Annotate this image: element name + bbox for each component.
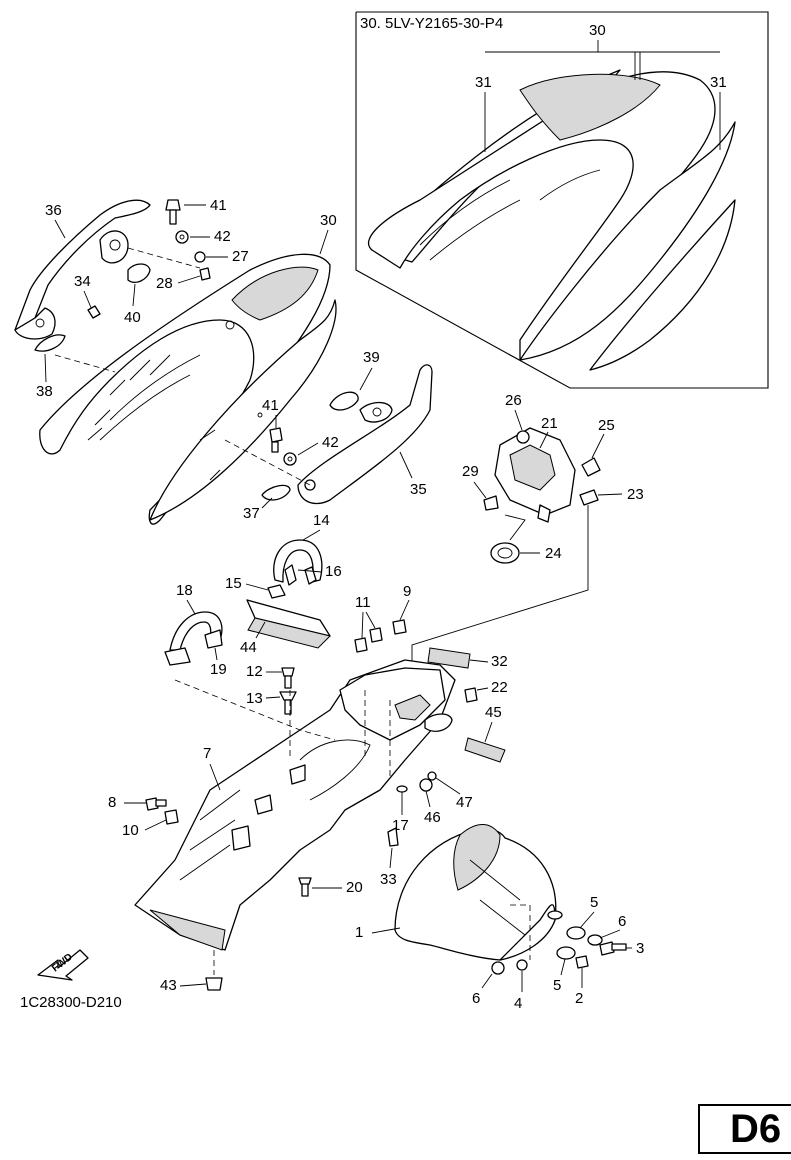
callout-38: 38 xyxy=(36,383,53,400)
callout-19: 19 xyxy=(210,661,227,678)
callout-8: 8 xyxy=(108,794,116,811)
callout-46: 46 xyxy=(424,809,441,826)
callout-2: 2 xyxy=(575,990,583,1007)
callout-21: 21 xyxy=(541,415,558,432)
callout-10: 10 xyxy=(122,822,139,839)
callout-31-left: 31 xyxy=(475,74,492,91)
callout-36: 36 xyxy=(45,202,62,219)
callout-6-right: 6 xyxy=(618,913,626,930)
drawing-code: 1C28300-D210 xyxy=(20,994,122,1011)
callout-40: 40 xyxy=(124,309,141,326)
callout-5-lower: 5 xyxy=(553,977,561,994)
callout-22: 22 xyxy=(491,679,508,696)
callout-18: 18 xyxy=(176,582,193,599)
callout-26: 26 xyxy=(505,392,522,409)
callout-5-upper: 5 xyxy=(590,894,598,911)
left-grab-bar: 36 34 40 38 xyxy=(14,199,201,400)
upper-fasteners: 41 42 27 28 xyxy=(156,197,249,292)
part-18-19: 18 19 xyxy=(164,582,227,678)
upper-bracket: 14 16 15 44 xyxy=(225,512,342,656)
callout-16: 16 xyxy=(325,563,342,580)
callout-29: 29 xyxy=(462,463,479,480)
inset-title: 30. 5LV-Y2165-30-P4 xyxy=(360,15,503,32)
seat-lock-assembly: 26 21 25 23 29 24 xyxy=(411,392,644,700)
callout-14: 14 xyxy=(313,512,330,529)
callout-47: 47 xyxy=(456,794,473,811)
callout-6-left: 6 xyxy=(472,990,480,1007)
callout-20: 20 xyxy=(346,879,363,896)
callout-39: 39 xyxy=(363,349,380,366)
callout-41-lower: 41 xyxy=(262,397,279,414)
right-grab-bar: 39 35 37 41 42 xyxy=(224,349,433,522)
callout-35: 35 xyxy=(410,481,427,498)
callout-42-upper: 42 xyxy=(214,228,231,245)
callout-32: 32 xyxy=(491,653,508,670)
seat-cowl: 30 xyxy=(39,212,337,525)
callout-11: 11 xyxy=(355,594,371,611)
callout-3: 3 xyxy=(636,940,644,957)
callout-13: 13 xyxy=(246,690,263,707)
lower-fasteners: 8 10 20 43 xyxy=(108,794,363,994)
callout-4: 4 xyxy=(514,995,522,1012)
callout-27: 27 xyxy=(232,248,249,265)
callout-7: 7 xyxy=(203,745,211,762)
callout-9: 9 xyxy=(403,583,411,600)
callout-12: 12 xyxy=(246,663,263,680)
callout-24: 24 xyxy=(545,545,562,562)
callout-15: 15 xyxy=(225,575,242,592)
callout-43: 43 xyxy=(160,977,177,994)
callout-37: 37 xyxy=(243,505,260,522)
callout-31-right: 31 xyxy=(710,74,727,91)
front-fender: 1 6 4 5 6 3 5 2 xyxy=(355,824,644,1012)
callout-44: 44 xyxy=(240,639,257,656)
fwd-arrow-icon: FWD xyxy=(37,949,89,981)
callout-23: 23 xyxy=(627,486,644,503)
callout-30: 30 xyxy=(320,212,337,229)
mid-fasteners: 11 9 12 13 xyxy=(246,583,411,715)
callout-45: 45 xyxy=(485,704,502,721)
callout-41-upper: 41 xyxy=(210,197,227,214)
callout-34: 34 xyxy=(74,273,91,290)
callout-25: 25 xyxy=(598,417,615,434)
callout-33: 33 xyxy=(380,871,397,888)
rear-fender: 7 22 32 45 17 33 46 47 xyxy=(134,647,508,951)
callout-28: 28 xyxy=(156,275,173,292)
callout-42-lower: 42 xyxy=(322,434,339,451)
callout-30-inset: 30 xyxy=(589,22,606,39)
callout-1: 1 xyxy=(355,924,363,941)
inset-box: 30. 5LV-Y2165-30-P4 30 31 31 xyxy=(355,11,769,389)
page-code: D6 xyxy=(698,1104,791,1154)
